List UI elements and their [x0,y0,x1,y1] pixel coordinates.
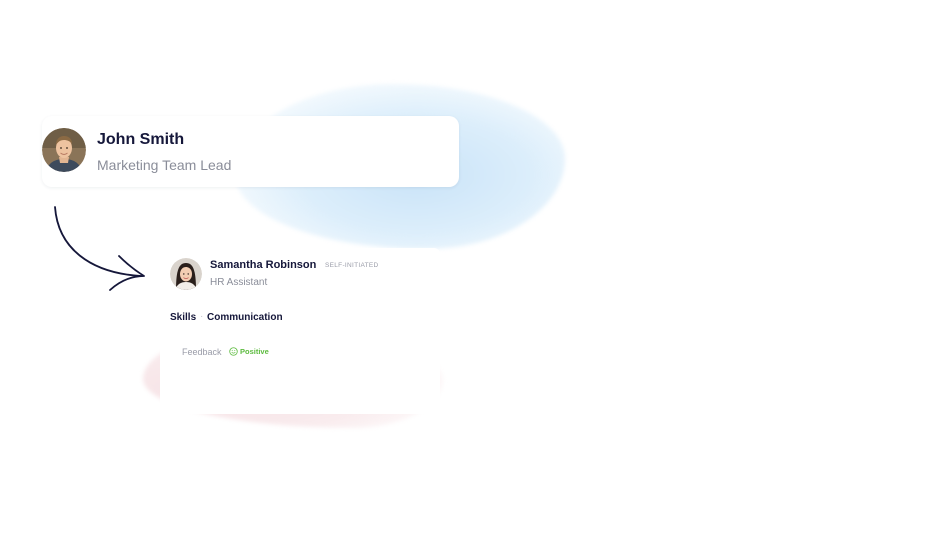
feedback-status-badge: Positive [229,346,269,357]
source-employee-name: John Smith [97,131,185,148]
samantha-avatar-icon [170,258,202,290]
target-employee-role: HR Assistant [210,277,268,288]
target-employee-name: Samantha Robinson [210,259,317,271]
source-employee-role: Marketing Team Lead [97,157,232,173]
self-initiated-badge: SELF-INITIATED [325,262,379,269]
john-avatar-icon [42,128,86,172]
curved-arrow-icon [54,206,145,291]
feedback-value: Positive [240,347,269,356]
target-employee-card[interactable]: Samantha Robinson SELF-INITIATED HR Assi… [160,248,440,414]
feedback-label: Feedback [182,347,222,357]
skills-value: Communication [207,312,283,323]
skills-separator: · [200,311,204,322]
skills-label: Skills [170,312,197,323]
smile-icon [229,347,238,356]
source-employee-card[interactable]: John Smith Marketing Team Lead [42,116,459,187]
